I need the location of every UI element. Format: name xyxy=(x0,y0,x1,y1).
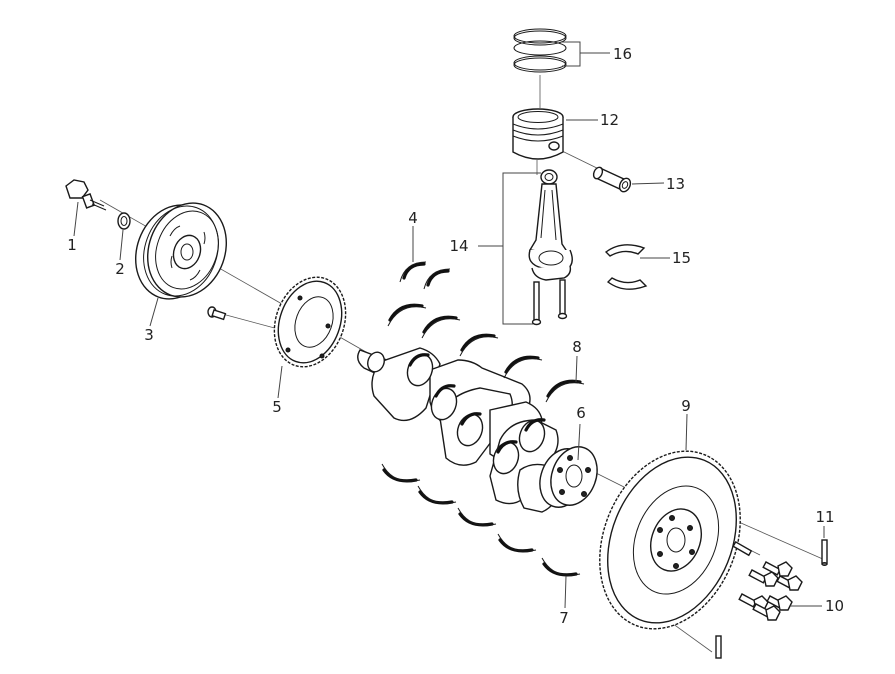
callout-15: 15 xyxy=(672,249,691,267)
callout-3: 3 xyxy=(144,326,154,344)
callout-2: 2 xyxy=(115,260,125,278)
callout-1: 1 xyxy=(67,236,77,254)
callout-13: 13 xyxy=(666,175,685,193)
connecting-rod xyxy=(528,169,573,326)
reluctor-ring xyxy=(273,276,347,368)
lower-main-bearings xyxy=(381,463,581,577)
crankshaft-rear-flange xyxy=(539,446,598,508)
dowel-pins xyxy=(715,539,828,659)
leader-lines xyxy=(73,41,825,609)
piston xyxy=(512,108,564,160)
pulley-bolt xyxy=(65,179,107,211)
flywheel xyxy=(599,450,741,630)
rod-bearing-shells xyxy=(604,244,648,290)
flywheel-bolts xyxy=(738,561,803,621)
callout-11: 11 xyxy=(815,508,834,526)
callout-6: 6 xyxy=(576,404,586,422)
thrust-washers xyxy=(399,261,451,290)
piston-pin xyxy=(592,166,632,193)
callout-9: 9 xyxy=(681,397,691,415)
callout-7: 7 xyxy=(559,609,569,627)
callout-labels: 1 2 3 4 5 6 7 8 9 10 11 12 13 14 15 16 xyxy=(67,45,844,627)
callout-10: 10 xyxy=(825,597,844,615)
upper-main-bearings xyxy=(387,303,585,403)
callout-12: 12 xyxy=(600,111,619,129)
crankshaft xyxy=(357,347,561,513)
callout-14: 14 xyxy=(449,237,468,255)
callout-4: 4 xyxy=(408,209,418,227)
ring-bolt xyxy=(207,306,227,321)
washer xyxy=(117,212,131,230)
callout-5: 5 xyxy=(272,398,282,416)
crankshaft-pulley xyxy=(134,202,228,300)
piston-rings xyxy=(513,28,567,73)
callout-16: 16 xyxy=(613,45,632,63)
callout-8: 8 xyxy=(572,338,582,356)
